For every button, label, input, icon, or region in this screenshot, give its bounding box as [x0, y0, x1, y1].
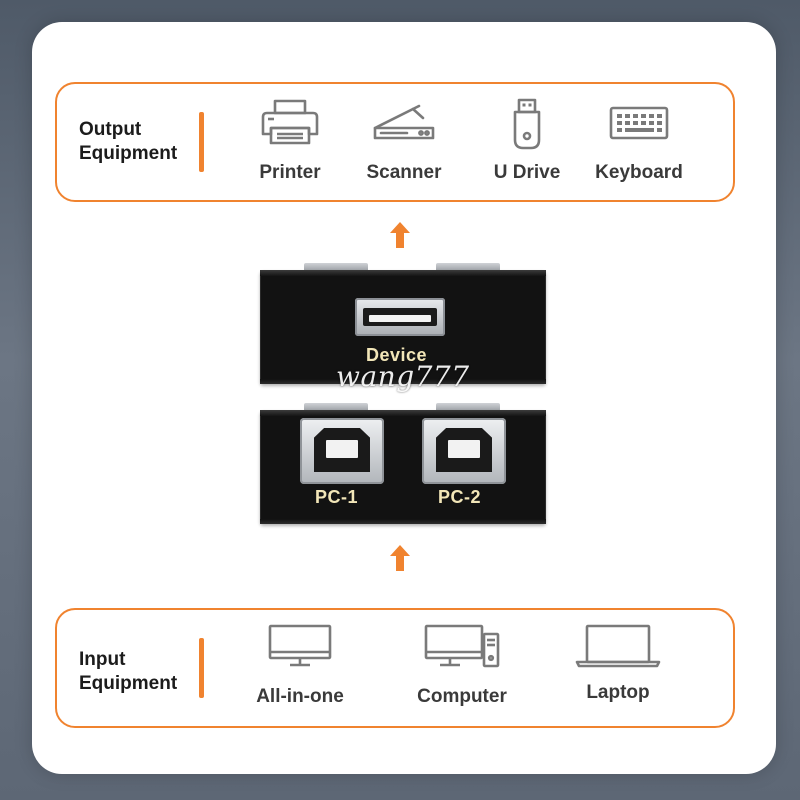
pc2-port-label: PC-2: [438, 487, 482, 507]
printer-label: Printer: [259, 162, 321, 183]
laptop-icon: [575, 624, 661, 668]
output-item-printer: Printer: [225, 98, 355, 198]
all-in-one-pc-icon: [268, 624, 332, 667]
output-equipment-panel: Output Equipment Printer: [55, 82, 735, 202]
input-title-divider: [199, 638, 204, 698]
output-title-divider: [199, 112, 204, 172]
usb-a-tongue: [369, 315, 431, 322]
device-bevel: [260, 270, 546, 276]
output-title-line2: Equipment: [79, 143, 178, 164]
usb-drive-icon: [513, 98, 541, 150]
device-bevel: [260, 379, 546, 384]
keyboard-icon: [609, 106, 669, 140]
usb-a-port: [355, 298, 445, 336]
printer-icon: [261, 99, 319, 145]
input-title-line2: Equipment: [79, 673, 178, 694]
desktop-computer-icon: [424, 624, 500, 668]
input-equipment-title: Input Equipment: [79, 648, 177, 696]
arrow-up-icon: [390, 545, 410, 571]
input-title-line1: Input: [79, 649, 126, 670]
device-port-label: Device: [366, 345, 428, 365]
output-item-scanner: Scanner: [339, 98, 469, 198]
u-drive-label: U Drive: [493, 162, 561, 183]
output-item-keyboard: Keyboard: [574, 98, 704, 198]
all-in-one-label: All-in-one: [256, 686, 344, 707]
output-equipment-title: Output Equipment: [79, 118, 177, 166]
usb-b-port-2: [422, 418, 506, 484]
device-clip: [304, 263, 368, 273]
input-item-laptop: Laptop: [553, 622, 683, 722]
arrow-up-icon: [390, 222, 410, 248]
input-item-computer: Computer: [397, 622, 527, 722]
output-item-u-drive: U Drive: [462, 98, 592, 198]
device-bevel: [260, 410, 546, 416]
scanner-icon: [373, 104, 435, 140]
output-title-line1: Output: [79, 119, 142, 140]
pc1-port-label: PC-1: [315, 487, 359, 507]
watermark-text: wang777: [336, 360, 470, 393]
device-clip: [304, 403, 368, 413]
device-clip: [436, 263, 500, 273]
usb-b-core: [448, 440, 480, 458]
computer-label: Computer: [417, 686, 507, 707]
input-item-all-in-one: All-in-one: [235, 622, 365, 722]
scanner-label: Scanner: [366, 162, 442, 183]
input-equipment-panel: Input Equipment All-in-one: [55, 608, 735, 728]
usb-b-core: [326, 440, 358, 458]
device-bevel: [260, 519, 546, 524]
keyboard-label: Keyboard: [595, 162, 683, 183]
usb-b-port-1: [300, 418, 384, 484]
device-clip: [436, 403, 500, 413]
laptop-label: Laptop: [586, 682, 650, 703]
